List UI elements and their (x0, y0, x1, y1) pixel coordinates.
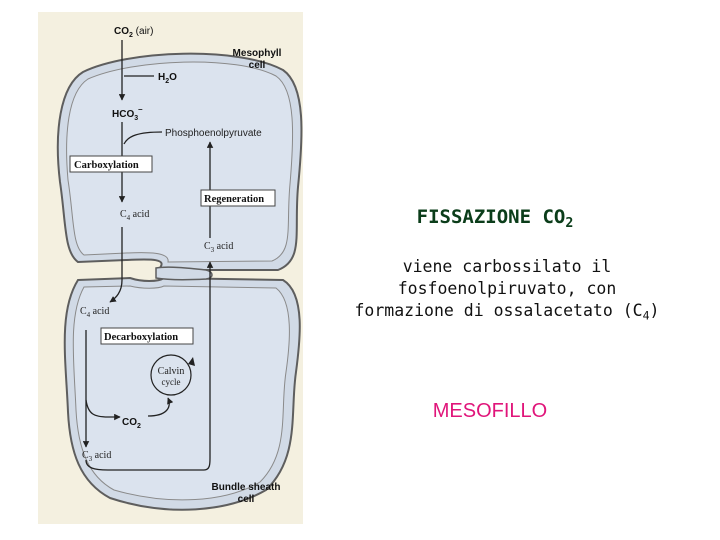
description-line-1: viene carbossilato il (402, 257, 612, 276)
arrow-to-co2 (85, 399, 121, 421)
carboxylation-label: Carboxylation (74, 160, 139, 171)
phosphoenolpyruvate-label: Phosphoenolpyruvate (165, 128, 262, 139)
description-line-2: fosfoenolpiruvato, con (397, 279, 617, 298)
c4-acid-top-label: C4 acid (120, 209, 149, 222)
carboxylation-box (69, 155, 153, 173)
decarboxylation-box (100, 327, 194, 345)
calvin-cycle-circle (150, 354, 192, 396)
co2-air-label: CO2 (air) (114, 26, 153, 39)
arrow-c4-transfer (109, 227, 123, 303)
decarboxylation-label: Decarboxylation (104, 332, 178, 343)
regeneration-label: Regeneration (204, 194, 264, 205)
description-line-3: formazione di ossalacetato (C4) (354, 301, 660, 323)
mesofillo-label: MESOFILLO (432, 400, 548, 422)
c3-acid-bottom-label: C3 acid (82, 450, 111, 463)
slide-description: viene carbossilato il fosfoenolpiruvato,… (312, 256, 702, 326)
slide-title: FISSAZIONE CO2 (416, 206, 574, 231)
hco3-label: HCO3– (112, 105, 143, 122)
c4-acid-bottom-label: C4 acid (80, 306, 109, 319)
c3-acid-top-label: C3 acid (204, 241, 233, 254)
arrow-pep-join (123, 131, 163, 145)
bundle-sheath-cell-inner (72, 285, 290, 501)
co2-inner-label: CO2 (122, 417, 141, 430)
mesophyll-cell-inner (66, 61, 294, 263)
plasmodesma (155, 266, 213, 281)
calvin-cycle-arrowhead (188, 357, 195, 366)
regeneration-box (200, 189, 276, 207)
arrow-co2-to-calvin (147, 397, 174, 417)
h2o-label: H2O (158, 72, 177, 85)
arrow-c3-return (85, 261, 214, 471)
